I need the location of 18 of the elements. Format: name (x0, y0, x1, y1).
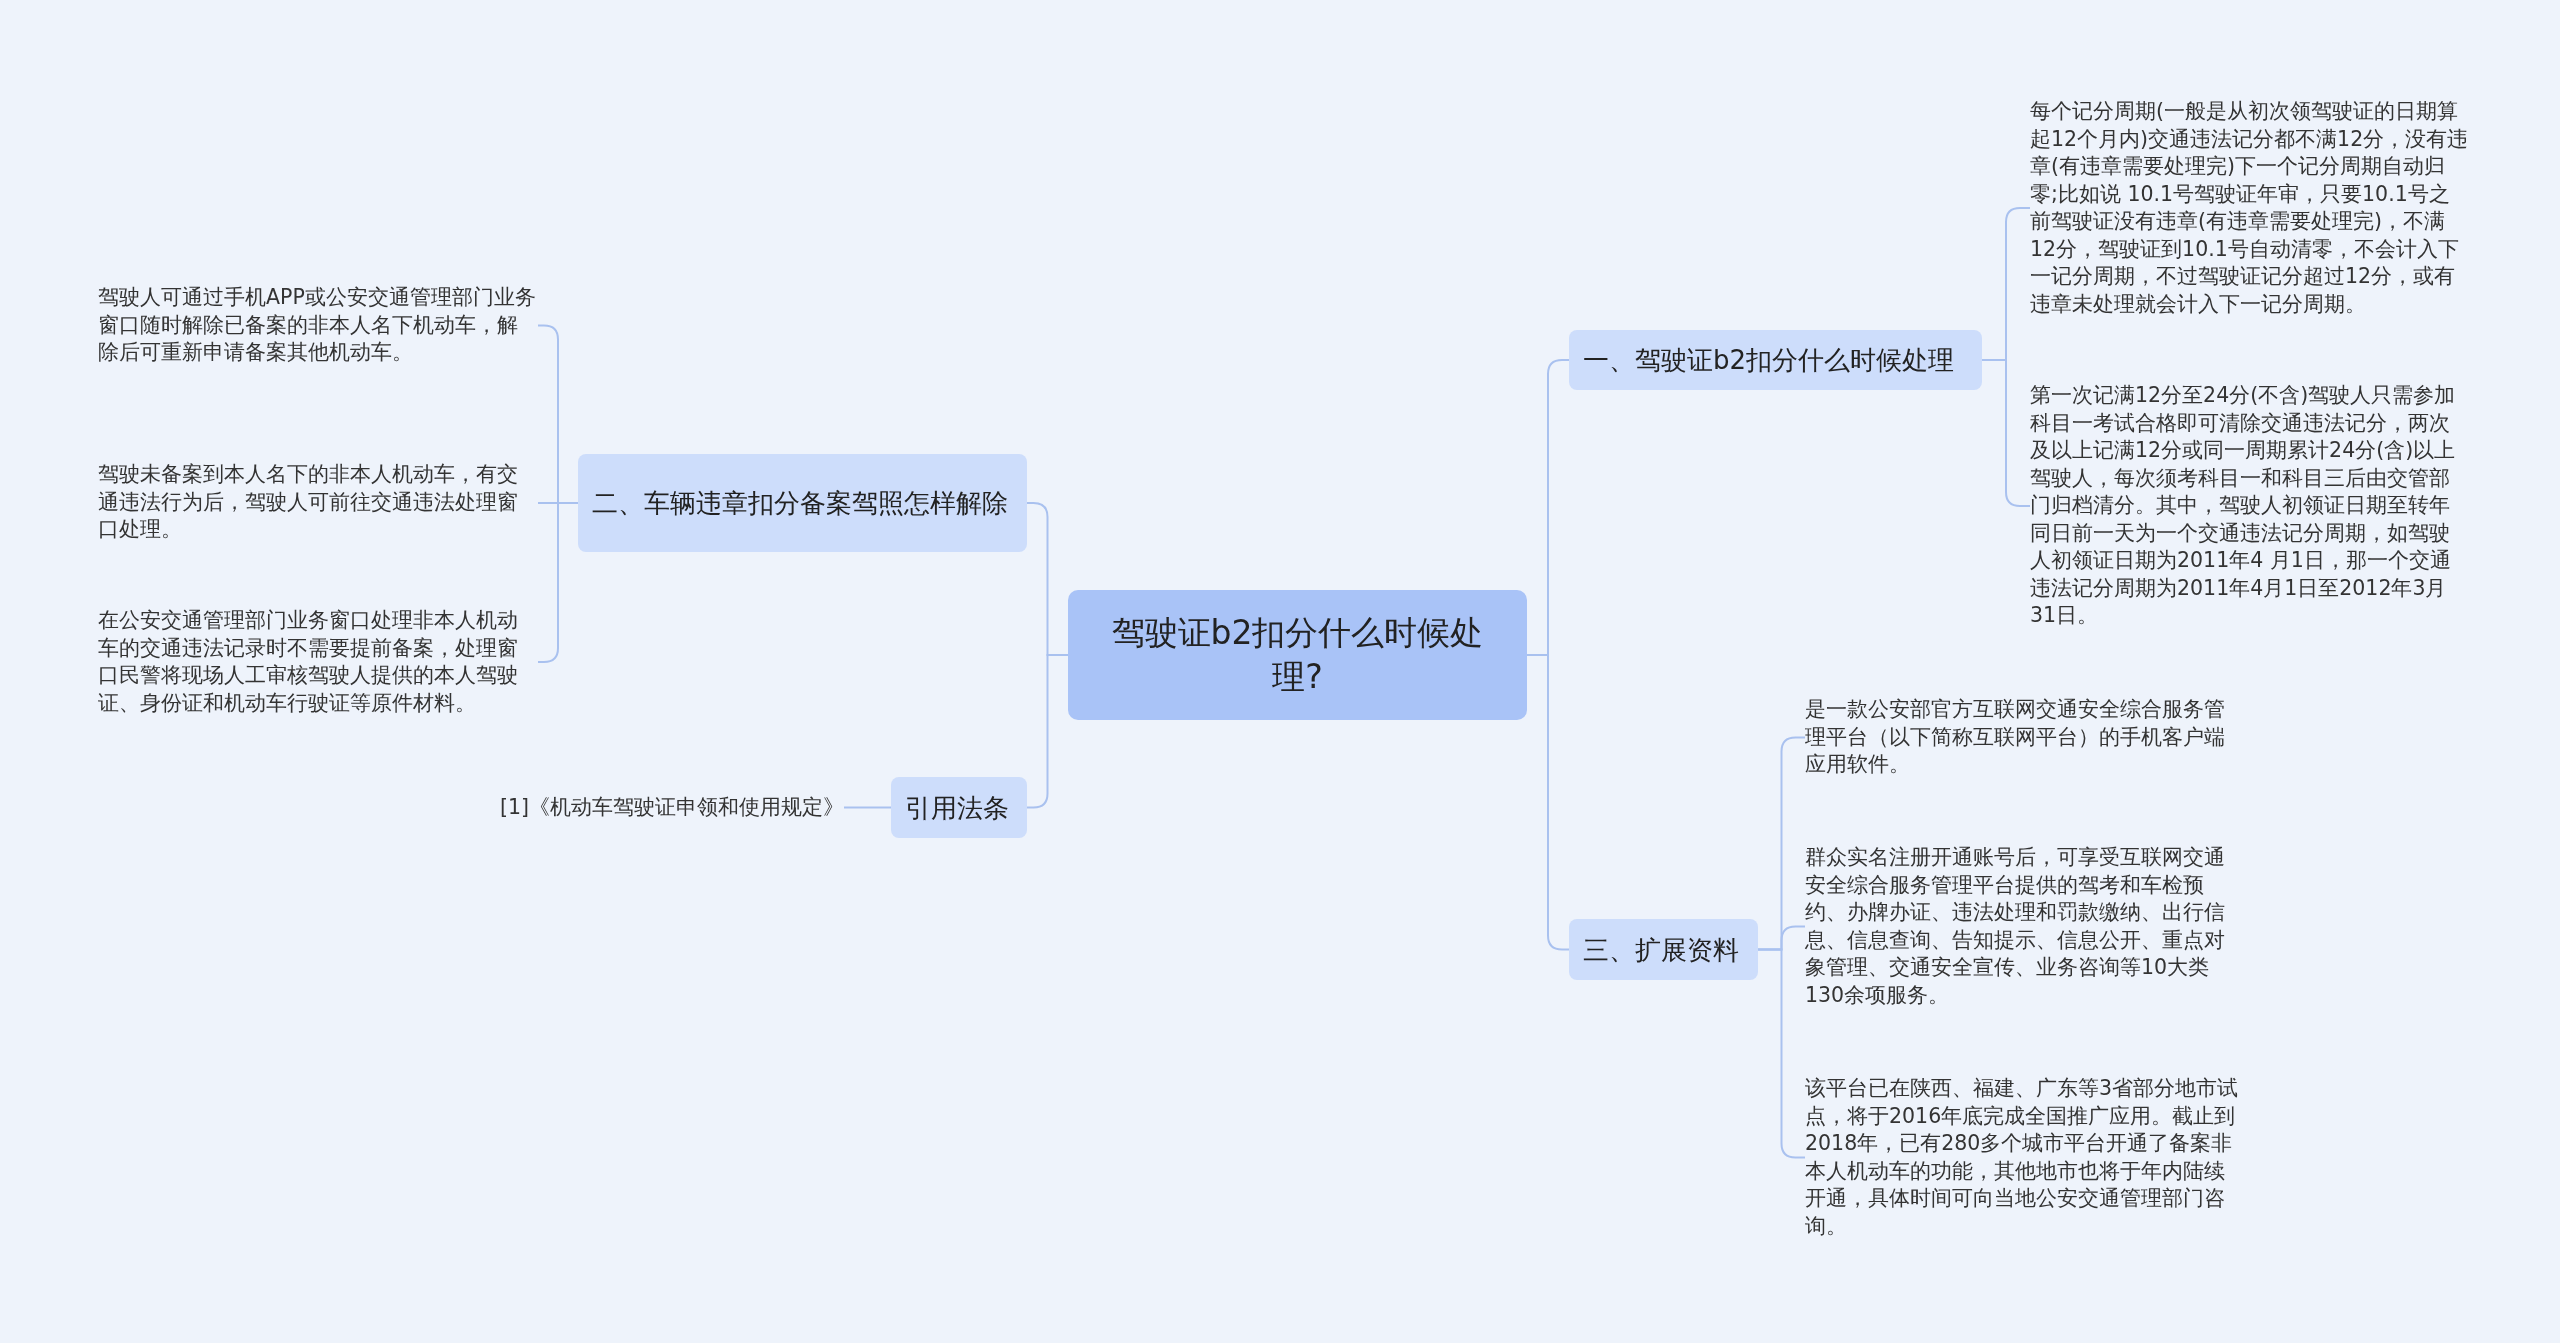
note-text: 是一款公安部官方互联网交通安全综合服务管理平台（以下简称互联网平台）的手机客户端应用软件。 (1805, 696, 2245, 779)
connector-line (1026, 654, 1069, 809)
topic-box: 二、车辆违章扣分备案驾照怎样解除 (578, 454, 1027, 552)
connector-line (1981, 359, 2031, 507)
note-text: 在公安交通管理部门业务窗口处理非本人机动车的交通违法记录时不需要提前备案，处理窗口民警将现场人工审核驾驶人提供的本人驾驶证、身份证和机动车行驶证等原件材料。 (98, 607, 538, 717)
topic-box: 三、扩展资料 (1569, 919, 1758, 980)
topic-box: 一、驾驶证b2扣分什么时候处理 (1569, 330, 1982, 390)
note-text: 第一次记满12分至24分(不含)驾驶人只需参加科目一考试合格即可清除交通违法记分，两次及以上记满12分或同一周期累计24分(含)以上驾驶人，每次须考科目一和科目三后由交管部门归档清分。其中，驾驶人初领证日期至转年同日前一天为一个交通违法记分周期，如驾驶人初领证日期为2011年4 月1日，那一个交通违法记分周期为2011年4月1日至2012年3月31日。 (2030, 382, 2470, 630)
note-text: 群众实名注册开通账号后，可享受互联网交通安全综合服务管理平台提供的驾考和车检预约、办牌办证、违法处理和罚款缴纳、出行信息、信息查询、告知提示、信息公开、重点对象管理、交通安全宣传、业务咨询等10大类130余项服务。 (1805, 844, 2245, 1009)
note-text: [1]《机动车驾驶证申领和使用规定》 (460, 794, 844, 822)
note-text: 该平台已在陕西、福建、广东等3省部分地市试点，将于2016年底完成全国推广应用。截止到2018年，已有280多个城市平台开通了备案非本人机动车的功能，其他地市也将于年内陆续开通，具体时间可向当地公安交通管理部门咨询。 (1805, 1075, 2245, 1240)
central-topic: 驾驶证b2扣分什么时候处理? (1068, 590, 1527, 720)
connector-line (1526, 654, 1570, 951)
note-text: 驾驶未备案到本人名下的非本人机动车，有交通违法行为后，驾驶人可前往交通违法处理窗口处理。 (98, 461, 538, 544)
note-text: 驾驶人可通过手机APP或公安交通管理部门业务窗口随时解除已备案的非本人名下机动车，解除后可重新申请备案其他机动车。 (98, 284, 538, 367)
connector-line (843, 806, 892, 809)
note-text: 每个记分周期(一般是从初次领驾驶证的日期算起12个月内)交通违法记分都不满12分，没有违章(有违章需要处理完)下一个记分周期自动归零;比如说 10.1号驾驶证年审，只要10.1号之前驾驶证没有违章(有违章需要处理完)，不满12分，驾驶证到10.1号自动清零，不会计入下一记分周期，不过驾驶证记分超过12分，或有违章未处理就会计入下一记分周期。 (2030, 98, 2470, 318)
topic-box: 引用法条 (891, 777, 1027, 838)
